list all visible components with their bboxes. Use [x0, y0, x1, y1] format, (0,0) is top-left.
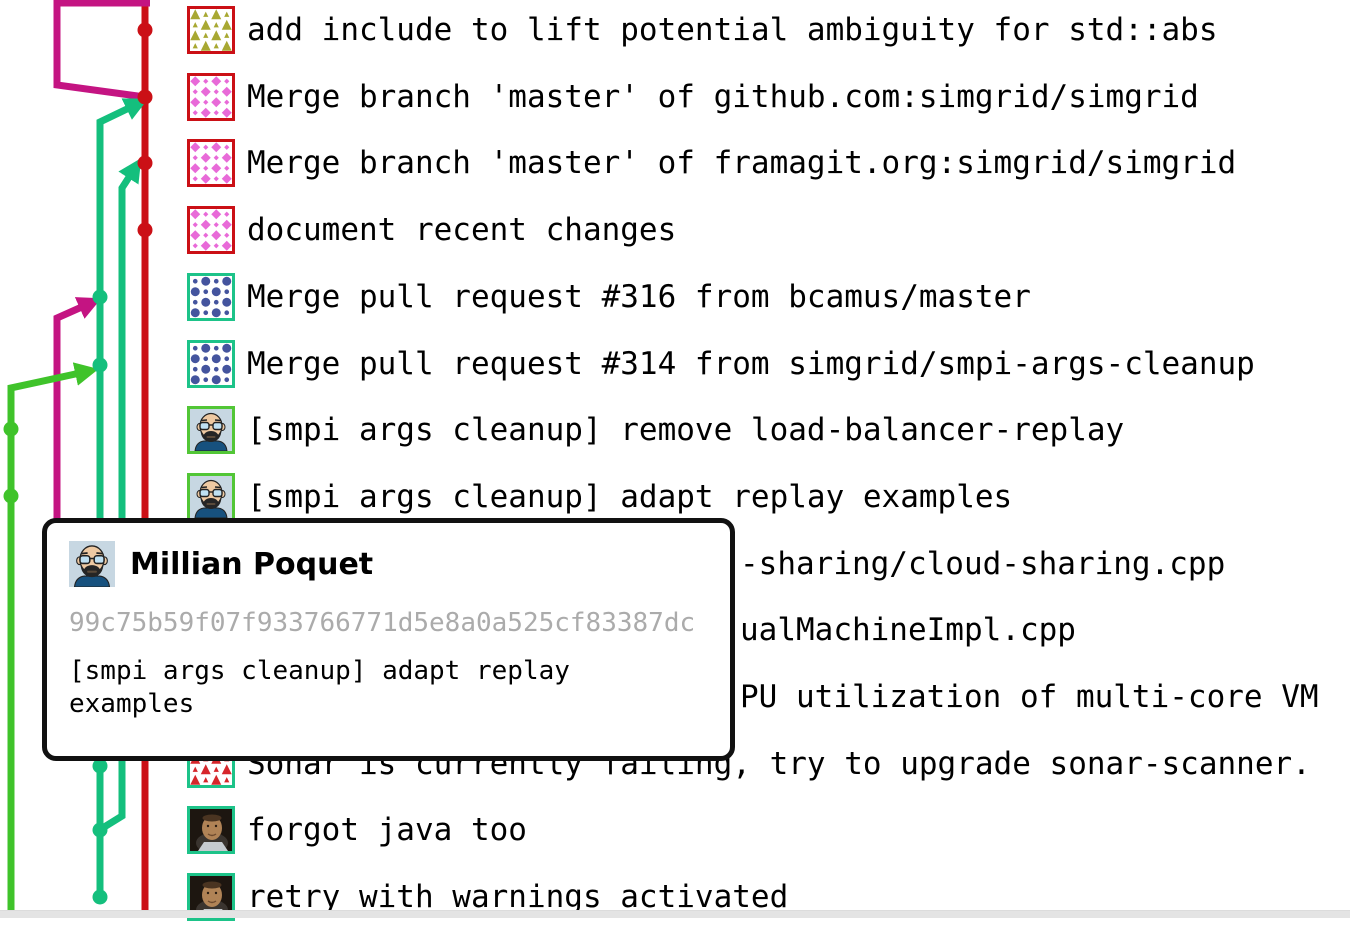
avatar-identicon	[187, 272, 235, 321]
avatar-identicon	[187, 139, 235, 188]
commit-row[interactable]: ualMachineImpl.cpp	[0, 596, 1350, 664]
commit-row[interactable]: forgot java too	[0, 796, 1350, 864]
commit-row[interactable]: add include to lift potential ambiguity …	[0, 0, 1350, 64]
avatar-identicon	[187, 339, 235, 388]
horizontal-scrollbar-track[interactable]	[0, 910, 1350, 918]
commit-row[interactable]: -sharing/cloud-sharing.cpp	[0, 530, 1350, 598]
branch-line-magenta-top	[53, 0, 150, 101]
commit-message: ualMachineImpl.cpp	[740, 612, 1076, 649]
avatar-cartoon	[187, 472, 235, 521]
commit-tooltip: Millian Poquet 99c75b59f07f933766771d5e8…	[42, 518, 735, 761]
commit-row[interactable]: PU utilization of multi-core VM	[0, 663, 1350, 731]
tooltip-author: Millian Poquet	[130, 546, 374, 582]
commit-row[interactable]: Merge pull request #316 from bcamus/mast…	[0, 263, 1350, 331]
avatar-identicon	[187, 72, 235, 121]
avatar-cartoon	[187, 406, 235, 455]
commit-dot	[3, 488, 19, 504]
commit-dot	[137, 155, 153, 171]
commit-message: add include to lift potential ambiguity …	[247, 12, 1218, 48]
commit-dot	[3, 421, 19, 437]
commit-dot	[137, 89, 153, 105]
tooltip-avatar	[69, 541, 115, 588]
branch-line-magenta-lower	[53, 297, 102, 520]
commit-message: PU utilization of multi-core VM	[740, 679, 1319, 715]
commit-message: Merge branch 'master' of github.com:simg…	[247, 78, 1199, 115]
branch-line-lime	[7, 362, 99, 917]
commit-message: -sharing/cloud-sharing.cpp	[740, 545, 1226, 582]
commit-dot	[92, 758, 108, 774]
commit-message: [smpi args cleanup] adapt replay example…	[247, 478, 1013, 515]
avatar-photo	[187, 806, 235, 855]
commit-message: document recent changes	[247, 212, 677, 249]
tooltip-commit-message: [smpi args cleanup] adapt replay example…	[69, 656, 570, 719]
commit-dot	[92, 822, 108, 838]
branch-line-teal-1	[96, 98, 149, 520]
commit-row[interactable]: Merge branch 'master' of framagit.org:si…	[0, 129, 1350, 197]
commit-dots	[3, 22, 153, 905]
commit-message: Merge pull request #316 from bcamus/mast…	[247, 278, 1031, 315]
commit-row[interactable]: document recent changes	[0, 196, 1350, 264]
commit-dot	[137, 22, 153, 38]
commit-dot	[92, 889, 108, 905]
commit-dot	[92, 289, 108, 305]
commit-message: Merge pull request #314 from simgrid/smp…	[247, 345, 1255, 382]
commit-row[interactable]: retry with warnings activated	[0, 863, 1350, 931]
commit-dot	[92, 357, 108, 373]
commit-message: forgot java too	[247, 812, 527, 849]
branch-line-teal-2-lower	[99, 760, 126, 832]
tooltip-commit-hash: 99c75b59f07f933766771d5e8a0a525cf83387dc	[69, 608, 696, 638]
commit-message: retry with warnings activated	[247, 879, 789, 916]
avatar-identicon	[187, 6, 235, 54]
commit-row[interactable]: [smpi args cleanup] remove load-balancer…	[0, 396, 1350, 464]
commit-message: Merge branch 'master' of framagit.org:si…	[247, 145, 1237, 182]
commit-row[interactable]: [smpi args cleanup] adapt replay example…	[0, 463, 1350, 531]
commit-row[interactable]: Merge pull request #314 from simgrid/smp…	[0, 330, 1350, 398]
commit-dot	[137, 222, 153, 238]
tooltip-header: Millian Poquet	[69, 541, 708, 588]
commit-message: [smpi args cleanup] remove load-balancer…	[247, 412, 1125, 449]
commit-row[interactable]: Merge branch 'master' of github.com:simg…	[0, 63, 1350, 131]
branch-line-teal-2	[118, 157, 142, 520]
avatar-identicon	[187, 206, 235, 255]
